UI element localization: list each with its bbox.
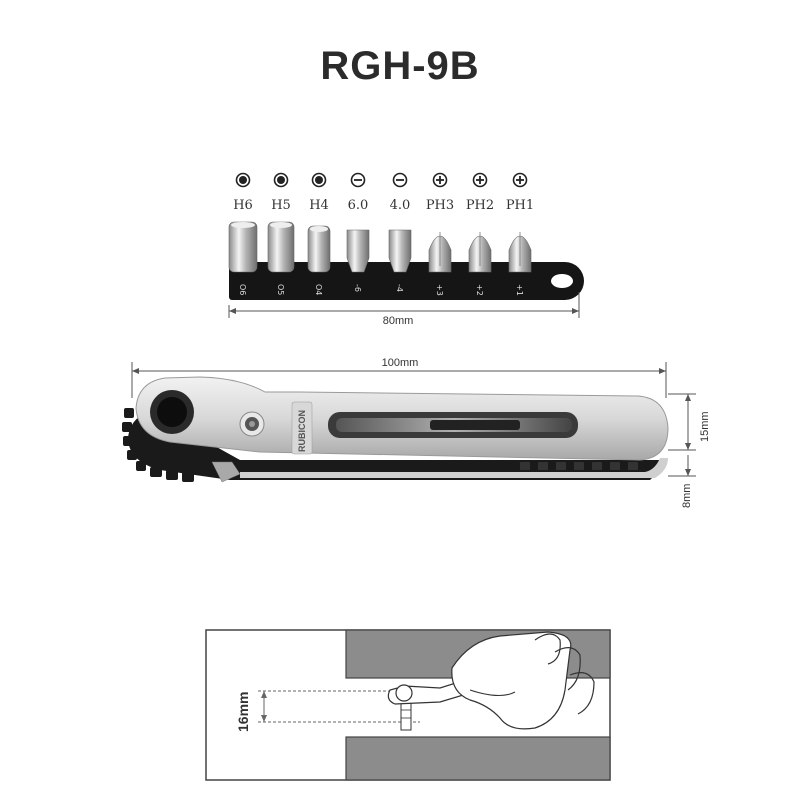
bit-label: PH3 bbox=[426, 198, 454, 213]
ratchet-thickness-label: 8mm bbox=[681, 484, 693, 508]
phillips-icon bbox=[432, 172, 448, 188]
hex-socket-icon bbox=[311, 172, 327, 188]
ratchet-screwdriver: RUBICON bbox=[122, 376, 669, 483]
bit-label: H4 bbox=[309, 198, 329, 213]
bit bbox=[228, 221, 258, 273]
product-title: RGH-9B bbox=[320, 44, 480, 88]
bit-label: PH2 bbox=[466, 198, 494, 213]
holder-slot-label: +2 bbox=[475, 284, 484, 296]
holder-length-dimension: 80mm bbox=[228, 292, 580, 327]
holder-slot-label: O5 bbox=[276, 284, 285, 295]
slotted-icon bbox=[392, 172, 408, 188]
holder-slot-label: -4 bbox=[395, 284, 404, 292]
holder-slot-label: -6 bbox=[353, 284, 362, 292]
bit-type-icons bbox=[235, 172, 528, 188]
bit-label: 4.0 bbox=[390, 198, 411, 213]
tool-height-label: 15mm bbox=[699, 411, 711, 442]
bit-label: PH1 bbox=[506, 198, 534, 213]
tool-height-dimension: 15mm bbox=[668, 393, 711, 451]
holder-slot-label: +3 bbox=[435, 284, 444, 296]
bit bbox=[307, 225, 331, 273]
bit-labels: H6 H5 H4 6.0 4.0 PH3 PH2 PH1 bbox=[233, 198, 534, 213]
ratchet-thickness-dimension: 8mm bbox=[668, 455, 696, 508]
bit bbox=[267, 221, 295, 273]
tool-length-label: 100mm bbox=[382, 357, 419, 369]
holder-slot-label: O6 bbox=[238, 284, 247, 295]
hex-socket-icon bbox=[235, 172, 251, 188]
brand-label: RUBICON bbox=[297, 410, 307, 452]
phillips-icon bbox=[472, 172, 488, 188]
holder-length-label: 80mm bbox=[383, 315, 414, 327]
holder-labels: O6 O5 O4 -6 -4 +3 +2 +1 bbox=[238, 284, 524, 296]
bit bbox=[468, 232, 492, 273]
tool-length-dimension: 100mm bbox=[131, 357, 667, 398]
bit-label: H6 bbox=[233, 198, 253, 213]
phillips-icon bbox=[512, 172, 528, 188]
bit bbox=[388, 229, 412, 273]
bits-row bbox=[228, 221, 532, 273]
clearance-label: 16mm bbox=[235, 692, 251, 732]
slotted-icon bbox=[350, 172, 366, 188]
holder-slot-label: +1 bbox=[515, 284, 524, 296]
bit bbox=[428, 232, 452, 273]
usage-diagram: 16mm bbox=[205, 629, 611, 781]
bit bbox=[508, 232, 532, 273]
hex-socket-icon bbox=[273, 172, 289, 188]
holder-slot-label: O4 bbox=[314, 284, 323, 295]
bit bbox=[346, 229, 370, 273]
bit-label: 6.0 bbox=[348, 198, 369, 213]
bit-label: H5 bbox=[271, 198, 291, 213]
